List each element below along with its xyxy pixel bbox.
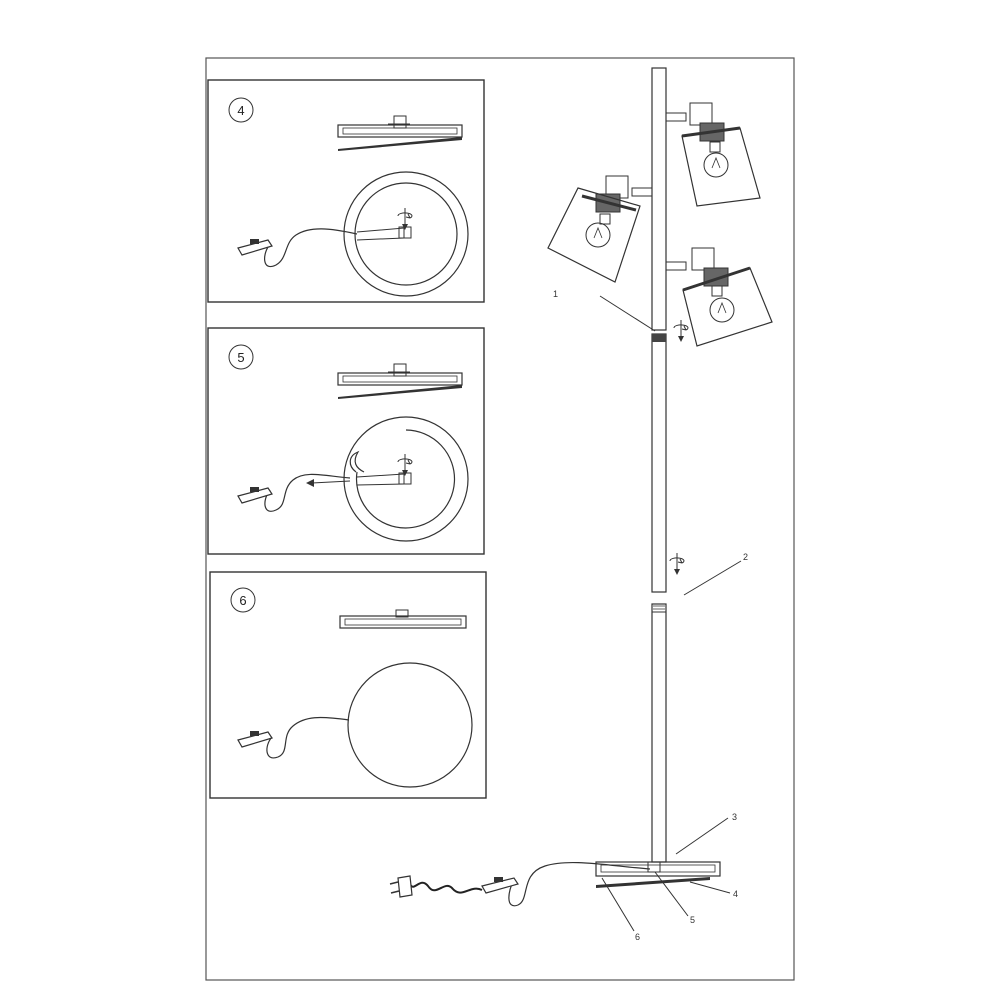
callout-2: 2	[683, 552, 748, 596]
base-top-view	[237, 662, 473, 788]
step-number-badge	[228, 97, 254, 123]
rotate-arrow-icon	[669, 552, 685, 576]
lamp-base	[595, 861, 721, 888]
step-number-label: 6	[239, 593, 246, 608]
bulb-icon	[703, 141, 729, 178]
callout-3: 3	[675, 812, 737, 855]
lamp-head-1	[665, 102, 761, 207]
callout-4: 4	[689, 881, 738, 899]
base-side-view	[337, 115, 463, 151]
pull-arrow-icon	[311, 480, 351, 484]
svg-text:3: 3	[732, 812, 737, 822]
bulb-icon	[709, 285, 735, 323]
svg-text:6: 6	[635, 932, 640, 942]
plug-icon	[389, 875, 413, 898]
step-number-label: 4	[237, 103, 244, 118]
svg-text:1: 1	[553, 289, 558, 299]
pole-top-section	[651, 67, 667, 331]
callout-1: 1	[553, 289, 656, 332]
switch-icon	[237, 731, 273, 748]
bulb-icon	[585, 213, 611, 248]
base-top-view	[237, 416, 469, 542]
switch-icon	[237, 487, 273, 504]
lamp-exploded-view	[389, 67, 773, 907]
step-number-badge	[230, 587, 256, 613]
rotate-arrow-icon	[673, 319, 689, 343]
pole-lower-section	[651, 603, 667, 863]
lamp-head-3	[665, 247, 773, 347]
coiled-cord	[409, 881, 483, 894]
power-cord	[264, 228, 358, 268]
base-top-view	[237, 171, 469, 297]
callout-5: 5	[654, 871, 695, 925]
step-number-label: 5	[237, 350, 244, 365]
power-cord	[264, 473, 351, 512]
power-cord	[508, 861, 651, 907]
step-5-panel: 5	[207, 327, 485, 555]
step-number-badge	[228, 344, 254, 370]
callout-6: 6	[601, 877, 640, 942]
pole-middle-section	[651, 333, 667, 593]
step-4-panel: 4	[207, 79, 485, 303]
svg-text:5: 5	[690, 915, 695, 925]
switch-icon	[237, 239, 273, 256]
base-side-view	[339, 609, 467, 629]
switch-icon	[481, 877, 519, 894]
page-frame	[205, 57, 795, 981]
power-cord	[266, 716, 350, 759]
svg-text:2: 2	[743, 552, 748, 562]
svg-text:4: 4	[733, 889, 738, 899]
lamp-head-2	[547, 175, 653, 283]
base-side-view	[337, 363, 463, 399]
step-6-panel: 6	[209, 571, 487, 799]
